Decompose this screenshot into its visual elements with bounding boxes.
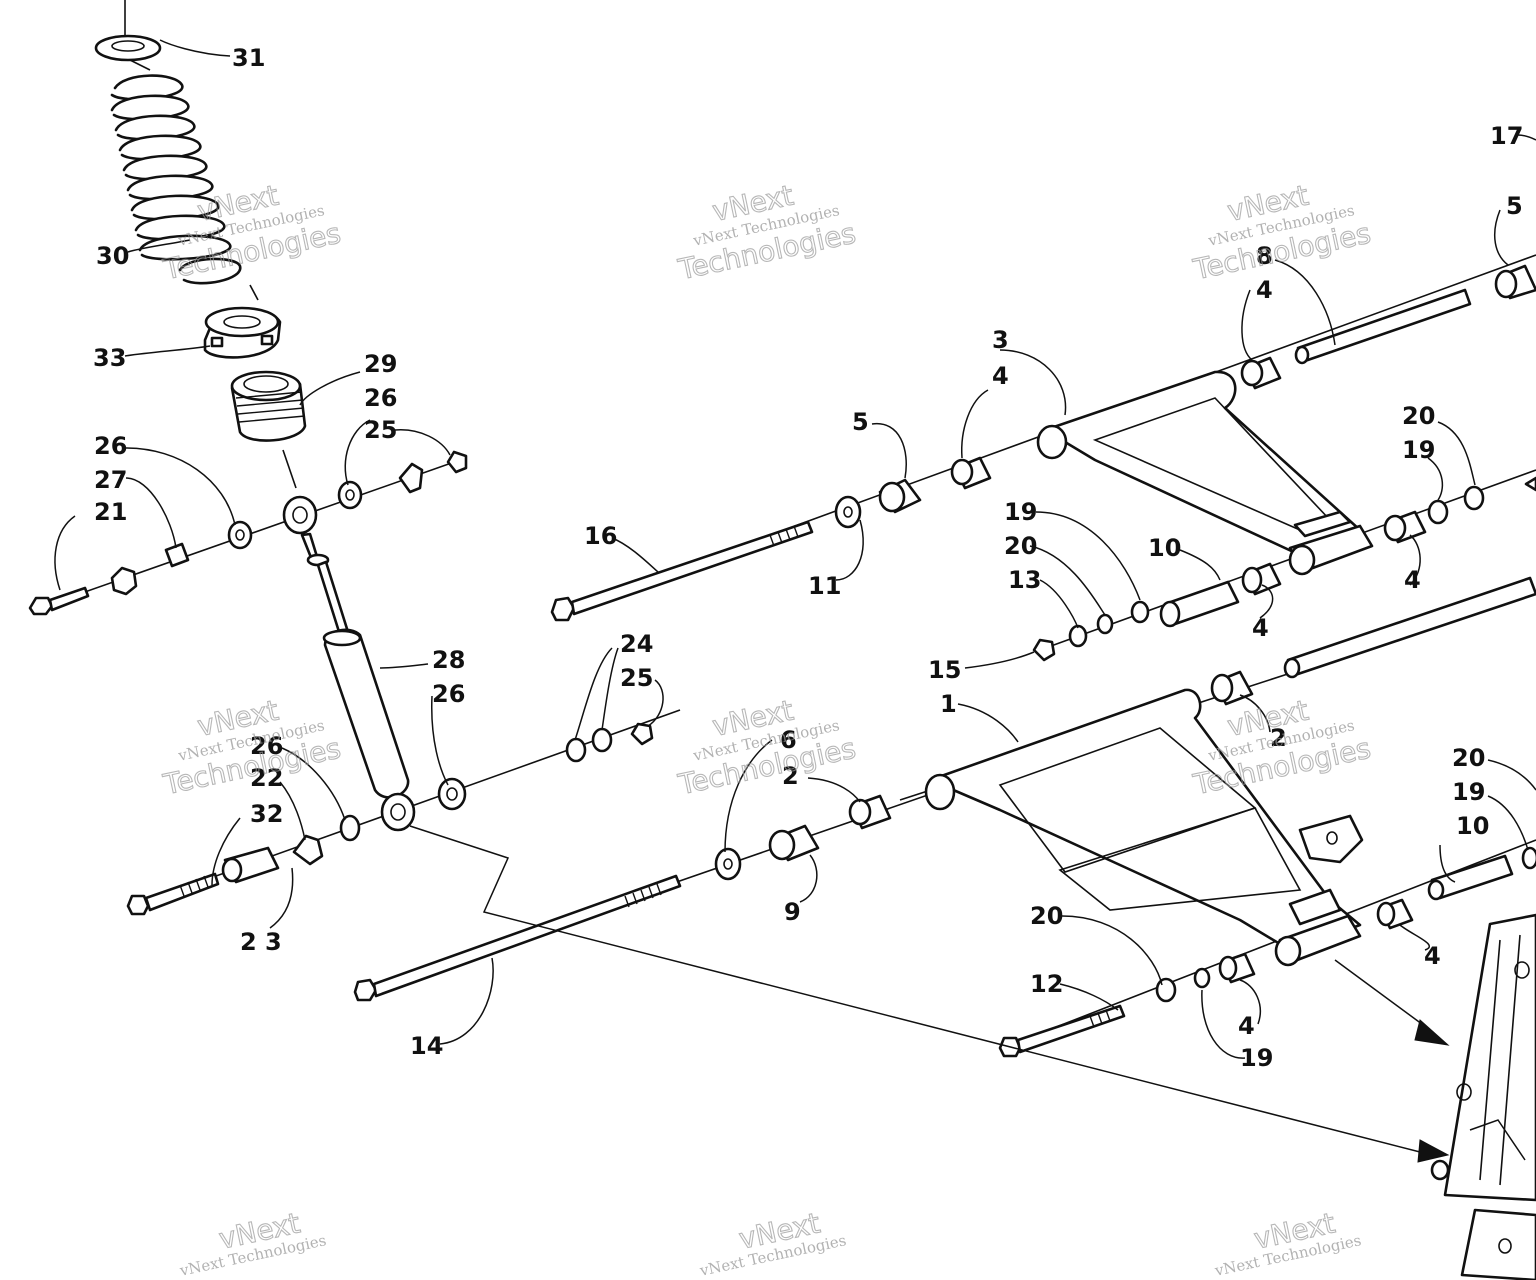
callout-13: 13 [1008, 566, 1041, 594]
callout-8: 8 [1256, 242, 1273, 270]
upper-washers [834, 456, 992, 529]
spring-retainer-cap [94, 34, 162, 62]
watermarks: vNext vNext Technologies Technologies vN… [159, 178, 1374, 1280]
callout-28: 28 [432, 646, 465, 674]
callout-4-upper-c: 4 [1404, 566, 1421, 594]
callout-20-upper: 20 [1402, 402, 1435, 430]
callout-9: 9 [784, 898, 801, 926]
callout-4-upper-b: 4 [1256, 276, 1273, 304]
callout-21: 21 [94, 498, 127, 526]
callout-5-rear: 5 [1506, 192, 1523, 220]
callout-4-upper-a: 4 [992, 362, 1009, 390]
callout-20-lower: 20 [1030, 902, 1063, 930]
watermark-top-right: vNext vNext Technologies Technologies [1189, 178, 1374, 287]
callout-25-bottom: 25 [620, 664, 653, 692]
upper-a-arm [1036, 370, 1374, 576]
callout-2-lower-rear: 2 [1270, 724, 1287, 752]
coil-spring [110, 74, 242, 285]
callout-23: 2 3 [240, 928, 282, 956]
assembly-arrows [409, 825, 1526, 1163]
leader-lines [54, 39, 1536, 1059]
watermark-bottom-left: vNext vNext Technologies [177, 1206, 327, 1280]
callout-6: 6 [780, 726, 797, 754]
lower-washers [714, 794, 892, 881]
callout-4-lower-b: 4 [1238, 1012, 1255, 1040]
long-bolt-14 [353, 874, 682, 1002]
callout-26-left: 26 [94, 432, 127, 460]
long-bolt-16 [550, 520, 814, 622]
callout-25-top: 25 [364, 416, 397, 444]
callout-4-lower-a: 4 [1424, 942, 1441, 970]
callout-11: 11 [808, 572, 841, 600]
callout-2-lower: 2 [782, 762, 799, 790]
callout-3: 3 [992, 326, 1009, 354]
callout-29: 29 [364, 350, 397, 378]
callout-26-bottom: 26 [250, 732, 283, 760]
callout-19-upper: 19 [1402, 436, 1435, 464]
watermark-mid-center: vNext vNext Technologies Technologies [674, 693, 859, 802]
callout-16: 16 [584, 522, 617, 550]
lower-rear-parts [1210, 576, 1536, 706]
shock-absorber [282, 495, 416, 832]
top-mount-hardware [28, 450, 468, 616]
callout-5-upper: 5 [852, 408, 869, 436]
callout-14: 14 [410, 1032, 443, 1060]
callout-20-right: 20 [1452, 744, 1485, 772]
callout-19-right: 19 [1452, 778, 1485, 806]
callout-labels: 31 30 33 29 26 25 26 27 21 28 26 26 22 3… [93, 44, 1523, 1072]
spring-seat [203, 306, 282, 359]
callout-1: 1 [940, 690, 957, 718]
callout-19-mid: 19 [1004, 498, 1037, 526]
callout-33: 33 [93, 344, 126, 372]
callout-19-lower: 19 [1240, 1044, 1273, 1072]
lower-front-parts [998, 846, 1536, 1058]
bottom-mount-hardware [126, 722, 654, 916]
watermark-bottom-right: vNext vNext Technologies [1212, 1206, 1362, 1280]
callout-17: 17 [1490, 122, 1523, 150]
callout-30: 30 [96, 242, 129, 270]
callout-10-upper: 10 [1148, 534, 1181, 562]
callout-24: 24 [620, 630, 653, 658]
threaded-collar [230, 370, 307, 442]
upper-rear-parts [1240, 264, 1536, 390]
callout-31: 31 [232, 44, 265, 72]
callout-20-mid: 20 [1004, 532, 1037, 560]
callout-26-top: 26 [364, 384, 397, 412]
watermark-top-center: vNext vNext Technologies Technologies [674, 178, 859, 287]
lower-a-arm [924, 688, 1364, 967]
callout-15: 15 [928, 656, 961, 684]
spindle [1430, 913, 1536, 1280]
callout-10-lower: 10 [1456, 812, 1489, 840]
watermark-bottom-center: vNext vNext Technologies [697, 1206, 847, 1280]
callout-4-upper-d: 4 [1252, 614, 1269, 642]
watermark-mid-left: vNext vNext Technologies Technologies [159, 693, 344, 802]
callout-32: 32 [250, 800, 283, 828]
callout-12: 12 [1030, 970, 1063, 998]
callout-26-mid: 26 [432, 680, 465, 708]
callout-22: 22 [250, 764, 283, 792]
callout-27: 27 [94, 466, 127, 494]
